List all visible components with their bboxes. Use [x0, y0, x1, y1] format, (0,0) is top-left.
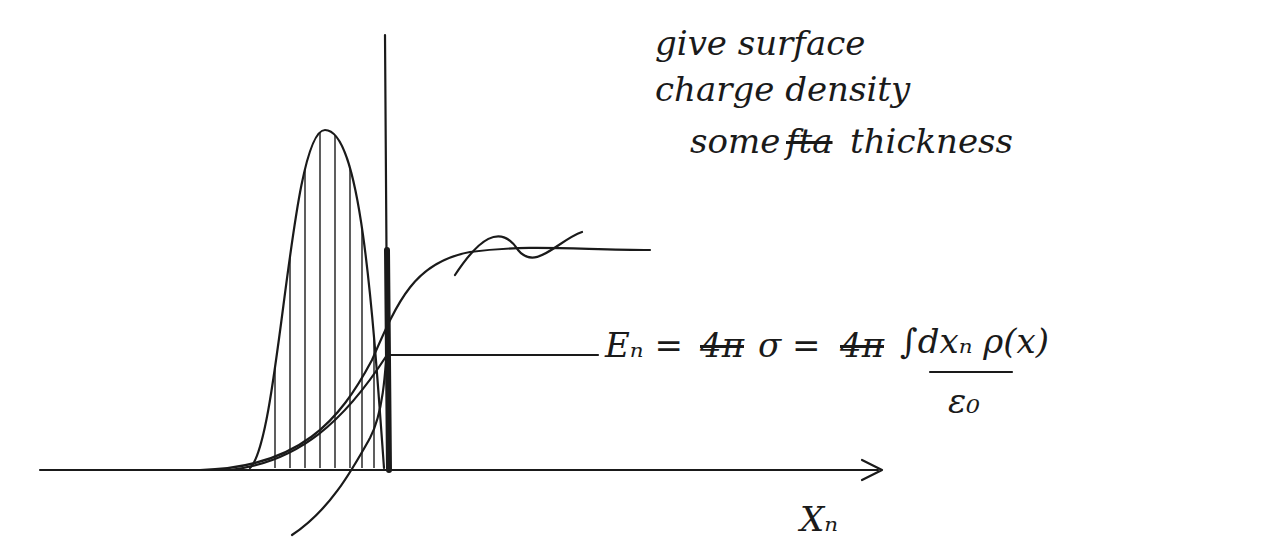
potential-curve — [292, 320, 388, 535]
wiggle — [455, 232, 582, 275]
fraction-bar — [930, 371, 1012, 373]
equation-term: σ = — [758, 322, 821, 368]
denominator: ε₀ — [948, 378, 980, 424]
integral-term: ∫dxₙ ρ(x) — [900, 318, 1049, 364]
x-axis — [40, 469, 878, 471]
axis-arrowhead — [862, 460, 882, 480]
equation-term: Eₙ = — [605, 322, 683, 368]
note-text: give surface charge density — [655, 20, 955, 112]
axis-label: Xₙ — [800, 496, 838, 542]
note-text: thickness — [850, 118, 1013, 164]
hatching — [275, 130, 374, 470]
charge-density-curve — [250, 130, 384, 468]
y-axis — [385, 35, 388, 470]
struck-factor: 4π — [840, 322, 884, 368]
struck-text: fta — [786, 118, 833, 164]
note-text: some — [690, 118, 780, 164]
surface-line — [387, 250, 389, 470]
struck-factor: 4π — [700, 322, 744, 368]
smooth-curve — [200, 248, 650, 470]
